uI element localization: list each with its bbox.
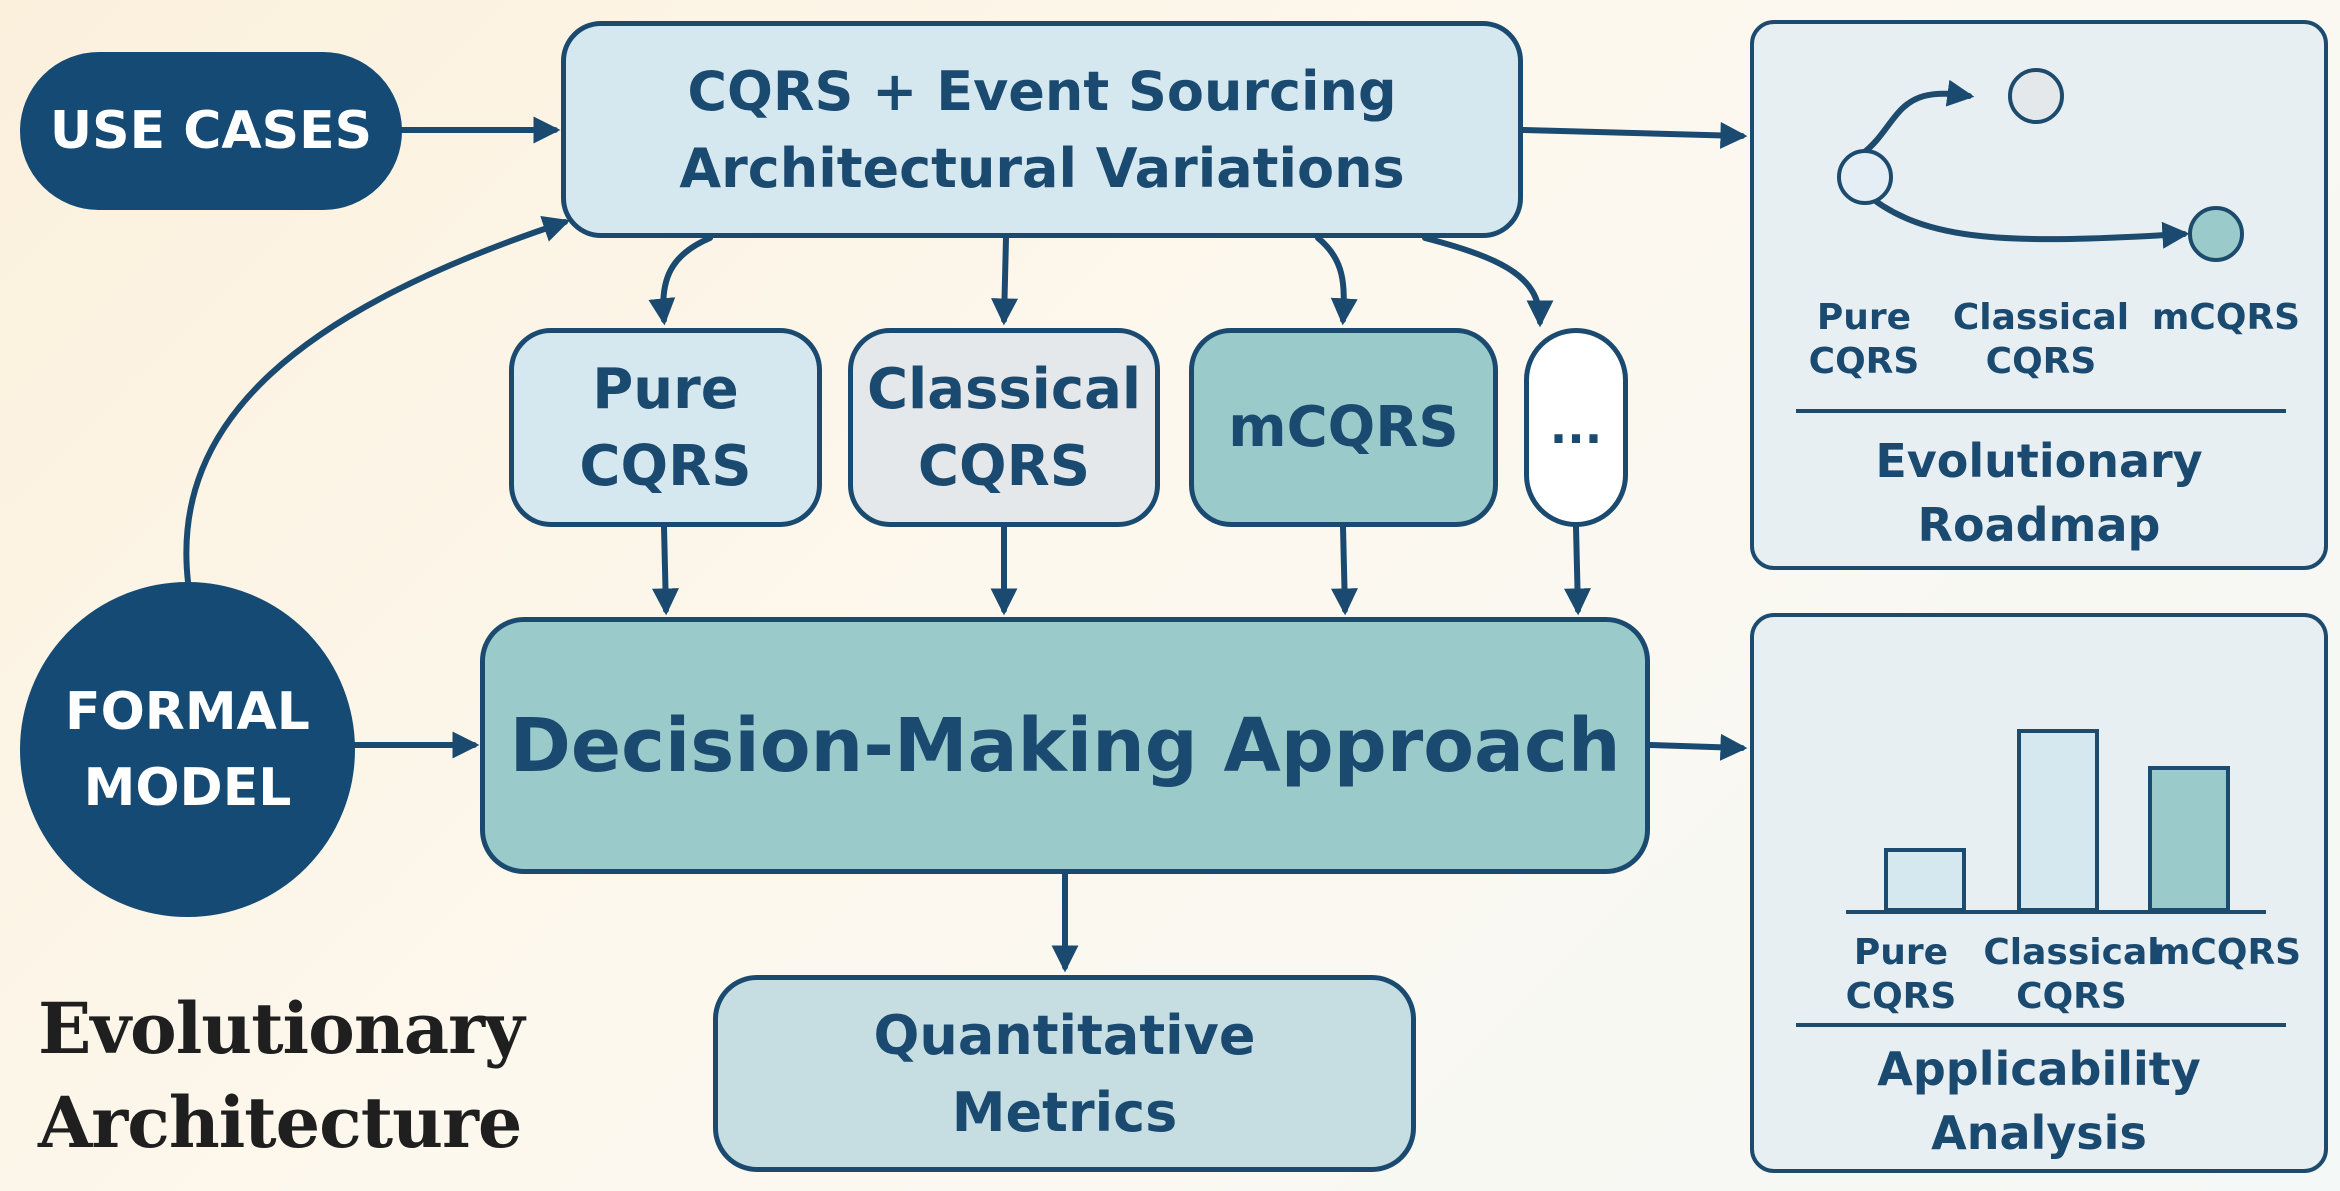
roadmap-title: Evolutionary Roadmap (1754, 429, 2324, 557)
applicability-label-mcqrs-line1: mCQRS (2152, 932, 2302, 973)
arrow-variations-to-more (1422, 235, 1554, 328)
applicability-bar-mcqrs (2148, 766, 2230, 912)
arrow-decision-to-applicability (1647, 733, 1748, 761)
title-line1: Evolutionary (38, 987, 525, 1070)
metrics-line1: Quantitative (873, 1003, 1256, 1067)
option-pure-cqrs: Pure CQRS (509, 328, 822, 527)
roadmap-title-line1: Evolutionary (1875, 434, 2203, 488)
variations-title-line1: CQRS + Event Sourcing (687, 59, 1397, 123)
option-pure-line2: CQRS (579, 433, 752, 499)
roadmap-label-pure-line1: Pure (1816, 297, 1912, 338)
applicability-title-line1: Applicability (1877, 1042, 2201, 1096)
arrow-variations-to-roadmap (1520, 121, 1748, 149)
evolutionary-roadmap-panel: Pure CQRS Classical CQRS mCQRS Evolution… (1750, 20, 2328, 570)
option-classical-cqrs: Classical CQRS (848, 328, 1160, 527)
applicability-baseline (1846, 910, 2266, 914)
applicability-bar-classical (2017, 729, 2099, 912)
arrow-formalmodel-to-variations (183, 216, 571, 585)
roadmap-divider (1796, 409, 2286, 413)
applicability-label-pure: Pure CQRS (1826, 931, 1976, 1019)
applicability-label-pure-line1: Pure (1853, 932, 1949, 973)
option-mcqrs-label: mCQRS (1228, 395, 1459, 460)
metrics-line2: Metrics (951, 1080, 1178, 1144)
arrow-variations-to-mcqrs (1315, 235, 1358, 326)
applicability-label-classical-line1: Classical (1983, 932, 2160, 973)
applicability-label-mcqrs: mCQRS (2152, 931, 2302, 975)
option-more: ... (1524, 328, 1628, 527)
roadmap-label-classical: Classical CQRS (1936, 296, 2146, 384)
applicability-label-classical-line2: CQRS (2016, 976, 2127, 1017)
title-line2: Architecture (38, 1081, 522, 1164)
option-classical-line1: Classical (866, 356, 1142, 422)
roadmap-graph (1837, 68, 2244, 262)
roadmap-label-pure: Pure CQRS (1784, 296, 1944, 384)
arrow-variations-to-classical (991, 235, 1019, 326)
quantitative-metrics-box: Quantitative Metrics (713, 975, 1416, 1172)
roadmap-node-pure (1837, 149, 1893, 205)
arrow-more-to-decision (1563, 524, 1591, 616)
applicability-divider (1796, 1023, 2286, 1027)
applicability-analysis-panel: Pure CQRS Classical CQRS mCQRS Applicabi… (1750, 613, 2328, 1173)
use-cases-label: USE CASES (49, 101, 373, 161)
roadmap-label-mcqrs-line1: mCQRS (2151, 297, 2301, 338)
roadmap-edge-to-classical (1859, 79, 1975, 157)
applicability-title: Applicability Analysis (1754, 1037, 2324, 1165)
roadmap-label-classical-line1: Classical (1952, 297, 2130, 338)
variations-title-line2: Architectural Variations (679, 136, 1405, 200)
formal-model-label-line2: MODEL (83, 757, 292, 818)
roadmap-node-classical (2008, 68, 2064, 124)
roadmap-title-line2: Roadmap (1917, 498, 2161, 552)
decision-title: Decision-Making Approach (509, 702, 1621, 789)
roadmap-edge-to-mcqrs (1861, 189, 2190, 249)
roadmap-node-mcqrs (2188, 206, 2244, 262)
applicability-bar-pure (1884, 848, 1966, 912)
applicability-label-classical: Classical CQRS (1974, 931, 2169, 1019)
option-pure-line1: Pure (592, 356, 739, 422)
architectural-variations-box: CQRS + Event Sourcing Architectural Vari… (561, 21, 1523, 238)
applicability-bar-area (1754, 617, 2332, 917)
option-more-ellipsis: ... (1549, 400, 1603, 454)
applicability-title-line2: Analysis (1931, 1106, 2147, 1160)
roadmap-label-mcqrs: mCQRS (2146, 296, 2306, 340)
arrow-variations-to-pure (648, 235, 713, 326)
formal-model-label-line1: FORMAL (65, 681, 310, 742)
option-mcqrs: mCQRS (1189, 328, 1498, 527)
arrow-pure-to-decision (651, 524, 679, 616)
arrow-mcqrs-to-decision (1330, 524, 1358, 616)
formal-model-node: FORMAL MODEL (20, 582, 355, 917)
roadmap-label-classical-line2: CQRS (1985, 341, 2097, 382)
applicability-label-pure-line2: CQRS (1845, 976, 1957, 1017)
evolutionary-architecture-title: Evolutionary Architecture (38, 982, 558, 1170)
decision-making-box: Decision-Making Approach (480, 617, 1650, 874)
use-cases-pill: USE CASES (20, 52, 402, 210)
roadmap-label-pure-line2: CQRS (1808, 341, 1920, 382)
option-classical-line2: CQRS (917, 433, 1091, 499)
